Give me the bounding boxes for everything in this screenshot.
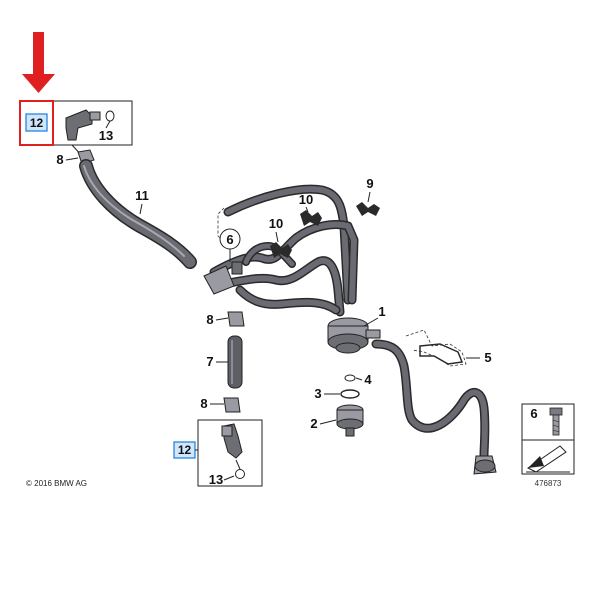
legend-callout-6[interactable]: 6 [530, 406, 537, 421]
elbow-connector-part [65, 109, 93, 141]
hose-7 [227, 335, 243, 389]
o-ring-icon [235, 469, 245, 479]
bolt-icon [549, 407, 563, 436]
damper-2 [336, 404, 364, 437]
inset-box-12-bottom: 13 [197, 419, 263, 487]
right-hose [371, 339, 497, 475]
callout-8-top[interactable]: 8 [56, 152, 63, 167]
callout-9[interactable]: 9 [366, 176, 373, 191]
callout-4[interactable]: 4 [364, 372, 372, 387]
callout-6[interactable]: 6 [226, 232, 233, 247]
callout-8-lower[interactable]: 8 [200, 396, 207, 411]
callout-12-highlighted[interactable]: 12 [30, 116, 44, 130]
callout-8-middle[interactable]: 8 [206, 312, 213, 327]
clamp-8-lower [223, 397, 241, 413]
clip-9 [356, 202, 380, 216]
callout-10-lower[interactable]: 10 [269, 216, 283, 231]
callout-2[interactable]: 2 [310, 416, 317, 431]
legend-box: 6 [521, 403, 575, 475]
callout-13-top[interactable]: 13 [99, 128, 113, 143]
reference-number: 476873 [535, 479, 562, 488]
copyright-text: © 2016 BMW AG [26, 479, 87, 488]
hose-bundle [203, 220, 359, 317]
hose-11 [79, 159, 197, 269]
callout-5[interactable]: 5 [484, 350, 491, 365]
direction-arrow-icon [526, 445, 570, 473]
inset-box-12-top: 12 13 [19, 100, 133, 159]
callout-1[interactable]: 1 [378, 304, 385, 319]
seal-3 [340, 389, 360, 399]
callout-7[interactable]: 7 [206, 354, 213, 369]
clip-10-lower [270, 242, 292, 258]
bracket-5 [405, 329, 467, 367]
clip-10-upper [300, 210, 322, 226]
callout-3[interactable]: 3 [314, 386, 321, 401]
callout-11[interactable]: 11 [135, 188, 149, 203]
red-arrow-icon [22, 32, 55, 93]
callout-10-upper[interactable]: 10 [299, 192, 313, 207]
connector-part [203, 265, 235, 295]
regulator-part-1 [327, 317, 381, 354]
clamp-8-middle [227, 311, 245, 327]
callout-12-bottom[interactable]: 12 [178, 443, 192, 457]
callout-13-bottom[interactable]: 13 [209, 472, 223, 487]
o-ring-4 [344, 374, 356, 382]
upper-hose [217, 184, 353, 305]
